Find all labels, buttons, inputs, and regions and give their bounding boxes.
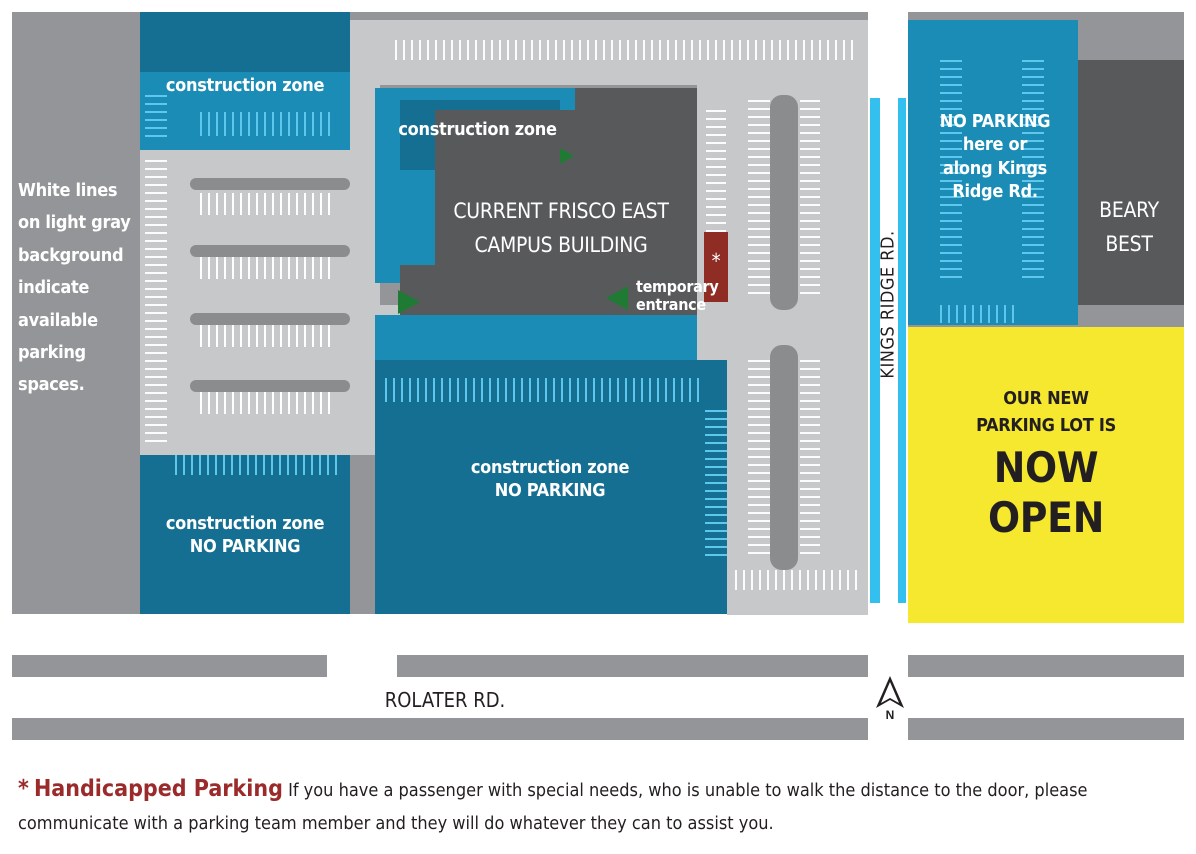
legend-text: White lines on light gray background ind… — [18, 180, 131, 396]
kings-ridge-rd-label: KINGS RIDGE RD. — [877, 230, 899, 379]
neighbor-label: BEARY BEST — [1099, 198, 1159, 256]
stall-column — [706, 110, 726, 250]
stall-row — [175, 455, 340, 475]
stall-row — [200, 392, 330, 414]
stall-row — [385, 378, 705, 402]
stall-row — [200, 257, 330, 279]
construction-zone-bottom-middle — [375, 360, 727, 614]
rolater-rd-curb — [397, 655, 868, 677]
construction-zone-bottom-left — [140, 455, 350, 614]
north-label: N — [885, 708, 895, 722]
entrance-arrow-icon — [560, 148, 574, 164]
zone-label-bottom-middle: construction zone NO PARKING — [470, 457, 630, 502]
lot-island — [770, 95, 798, 310]
stall-row — [200, 325, 330, 347]
stall-row — [735, 570, 860, 590]
construction-zone-top-left-dark — [140, 12, 350, 72]
lot-island — [770, 345, 798, 570]
beary-best-building — [1078, 60, 1184, 305]
new-lot-label: OUR NEW PARKING LOT IS NOW OPEN — [976, 388, 1116, 543]
zone-label-top-left: construction zone — [165, 75, 325, 96]
campus-building-wing — [575, 88, 697, 118]
rolater-rd-curb — [12, 718, 868, 740]
kings-ridge-lane — [898, 98, 906, 603]
lot-island — [190, 380, 350, 392]
rolater-rd-curb — [12, 655, 327, 677]
stall-row — [395, 40, 855, 60]
kings-ridge-lane — [870, 98, 880, 603]
building-label: CURRENT FRISCO EAST CAMPUS BUILDING — [453, 199, 669, 257]
handicap-mark: * — [711, 249, 721, 273]
footnote-title: Handicapped Parking — [33, 776, 283, 802]
lot-island — [190, 313, 350, 325]
handicapped-parking-note: * Handicapped Parking If you have a pass… — [18, 770, 1188, 840]
stall-column — [145, 95, 167, 140]
footnote-text: If you have a passenger with special nee… — [18, 780, 1088, 835]
stall-column — [145, 160, 167, 445]
zone-label-bottom-left: construction zone NO PARKING — [165, 513, 325, 558]
rolater-rd-curb — [908, 655, 1184, 677]
campus-building — [435, 110, 697, 315]
construction-zone-top-right — [908, 20, 1078, 325]
stall-column — [1022, 60, 1044, 280]
zone-label-upper-middle: construction zone — [398, 119, 557, 140]
zone-label-top-right: NO PARKING here or along Kings Ridge Rd. — [939, 111, 1051, 203]
construction-zone-band — [375, 315, 697, 360]
handicap-spot — [704, 232, 728, 302]
site-map: White lines on light gray background ind… — [12, 12, 1184, 740]
stall-column — [748, 360, 770, 560]
stall-column — [940, 60, 962, 280]
left-lot-strip — [12, 12, 140, 614]
entrance-label: temporary entrance — [636, 277, 719, 314]
stall-row — [200, 112, 330, 136]
stall-row — [940, 305, 1020, 323]
stall-column — [748, 100, 770, 300]
stall-row — [200, 193, 330, 215]
new-parking-lot — [908, 327, 1184, 623]
lot-island — [190, 245, 350, 257]
entrance-arrow-icon — [606, 286, 628, 310]
north-arrow-icon — [876, 676, 904, 708]
lot-island — [190, 178, 350, 190]
stall-column — [800, 100, 820, 300]
entrance-arrow-icon — [398, 290, 420, 314]
stall-column — [800, 360, 820, 560]
rolater-rd-label: ROLATER RD. — [384, 688, 506, 712]
stall-column — [705, 410, 727, 560]
footnote-star: * — [18, 776, 29, 802]
rolater-rd-curb — [908, 718, 1184, 740]
